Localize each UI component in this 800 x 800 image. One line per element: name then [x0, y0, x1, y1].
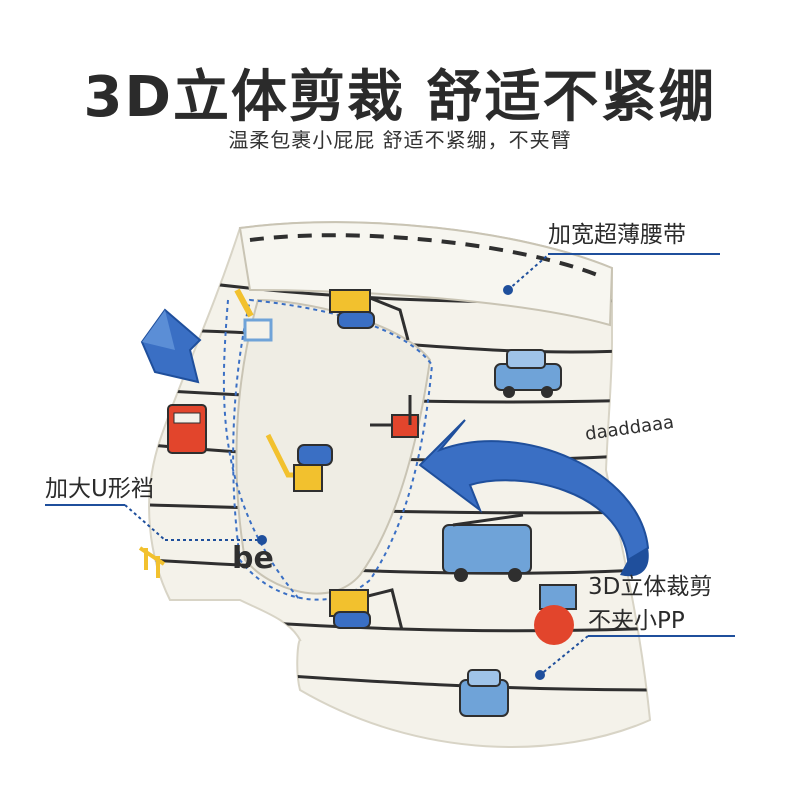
subheadline: 温柔包裹小屁屁 舒适不紧绷，不夹臂	[228, 128, 572, 152]
callout-lines	[45, 253, 735, 680]
callout-waistband: 加宽超薄腰带	[548, 222, 686, 248]
sign-icon	[234, 288, 273, 342]
callout-crotch: 加大U形裆	[45, 476, 154, 502]
car-icon	[494, 349, 562, 398]
fire-truck-icon	[442, 513, 532, 582]
forklift-icon	[370, 395, 419, 438]
front-pouch	[235, 298, 432, 595]
callout-cut-line1: 3D立体裁剪	[588, 574, 713, 600]
print-text-beep: be	[232, 541, 274, 576]
headline: 3D立体剪裁 舒适不紧绷	[83, 65, 717, 130]
sign-icon	[534, 584, 577, 645]
car-icon	[459, 669, 509, 717]
excavator-icon	[329, 588, 404, 631]
curved-arrow-icon	[418, 419, 650, 577]
fire-truck-icon	[167, 404, 207, 454]
arrow-chevron-icon	[140, 308, 202, 384]
garment: daaddaaa be	[138, 221, 675, 748]
excavator-icon	[265, 433, 333, 492]
callout-cut-line2: 不夹小PP	[588, 608, 685, 634]
sign-icon	[138, 546, 166, 578]
excavator-icon	[329, 289, 410, 341]
